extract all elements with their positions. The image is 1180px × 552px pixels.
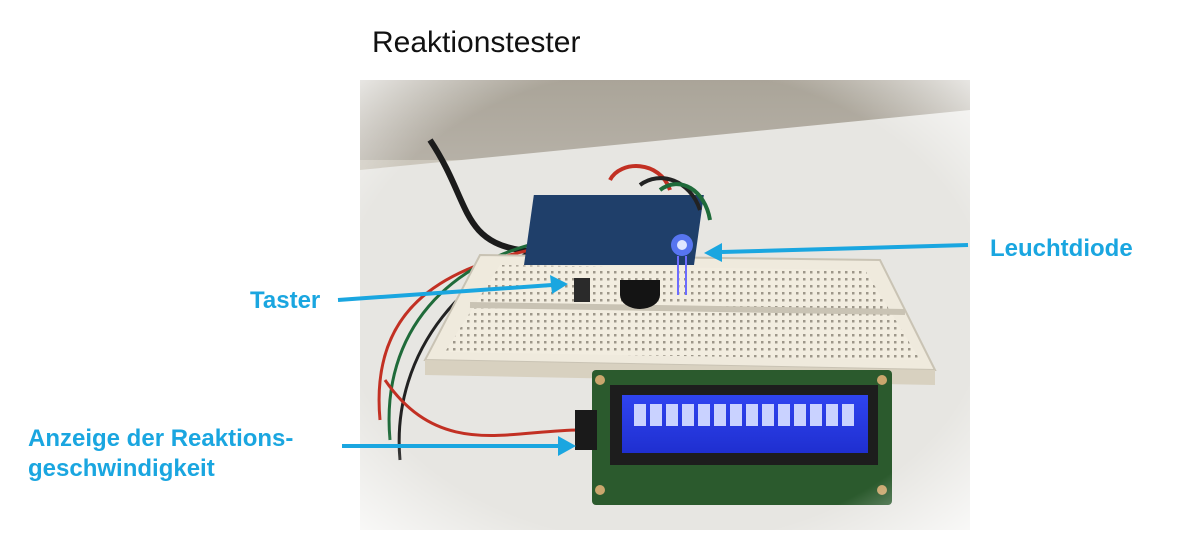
page-title: Reaktionstester <box>372 26 581 59</box>
label-leuchtdiode: Leuchtdiode <box>990 235 1133 262</box>
label-anzeige-line1: Anzeige der Reaktions- <box>28 425 294 452</box>
arrow-anzeige <box>342 436 576 456</box>
arrow-taster <box>337 275 568 302</box>
label-anzeige-line2: geschwindigkeit <box>28 455 215 482</box>
label-taster: Taster <box>250 287 321 314</box>
label-anzeige: Anzeige der Reaktions- geschwindigkeit <box>28 424 293 484</box>
arrow-leuchtdiode <box>704 243 969 262</box>
breadboard-photo <box>360 80 970 530</box>
